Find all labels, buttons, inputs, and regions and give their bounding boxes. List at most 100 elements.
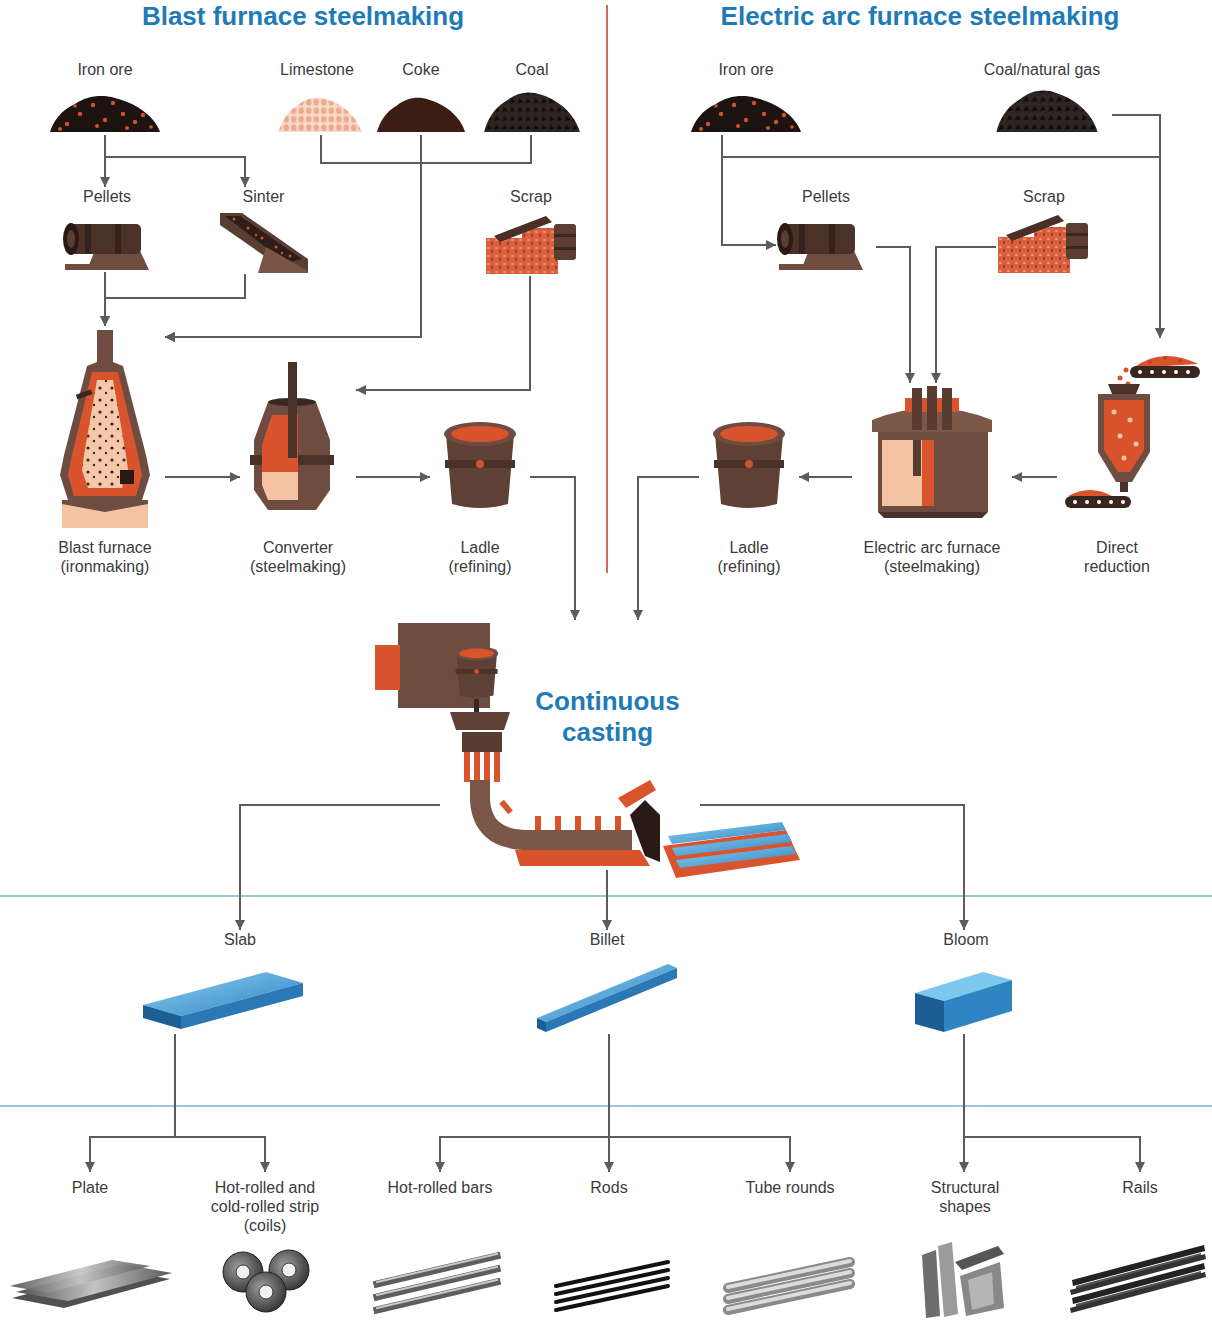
finished-products: [556, 1286, 668, 1310]
step-label: Hot-rolled and cold-rolled strip (coils): [199, 1178, 331, 1235]
step-label: Hot-rolled bars: [375, 1178, 505, 1197]
process-step: Scrap: [996, 187, 1092, 274]
raw-material-piles: [996, 91, 1097, 132]
direct-reduction-icon: [1130, 366, 1200, 378]
process-step: Coke: [376, 60, 466, 135]
blast-furnace-icon: [60, 330, 150, 528]
process-step: Rods: [559, 1172, 659, 1312]
continuous-caster-icon: [484, 752, 490, 782]
continuous-caster-icon: [455, 646, 498, 698]
process-step: Blast furnace (ironmaking): [45, 326, 165, 580]
step-label: Iron ore: [690, 60, 802, 79]
continuous-caster-icon: [676, 846, 796, 868]
direct-reduction-icon: [1104, 400, 1144, 472]
flow-arrow: [356, 276, 530, 390]
step-label: Converter (steelmaking): [242, 538, 354, 576]
flow-arrow: [700, 805, 964, 930]
direct-reduction-icon: [1065, 356, 1200, 508]
process-step: Pellets: [62, 187, 152, 272]
step-label: Ladle (refining): [704, 538, 794, 576]
step-label: Pellets: [62, 187, 152, 206]
continuous-caster-icon: [615, 816, 621, 830]
electric-arc-furnace-icon: [913, 440, 921, 476]
electric-arc-furnace-icon: [872, 386, 992, 518]
direct-reduction-icon: [1112, 410, 1117, 415]
electric-arc-furnace-icon: [927, 386, 937, 430]
process-step: Slab: [140, 930, 340, 1034]
semi-finished-shapes: [143, 964, 1012, 1032]
process-step: Hot-rolled and cold-rolled strip (coils): [195, 1172, 335, 1312]
step-label: Rails: [1090, 1178, 1190, 1197]
continuous-caster-icon: [499, 800, 513, 815]
direct-reduction-icon: [1118, 368, 1131, 387]
direct-reduction-icon: [1128, 418, 1133, 423]
section-divider: [606, 5, 608, 573]
finished-products: [377, 1282, 497, 1310]
agglomeration-equipment: [486, 216, 576, 274]
blast-furnace-icon: [68, 372, 142, 496]
continuous-caster-icon: [630, 800, 660, 862]
finished-products: [236, 1265, 250, 1279]
blast-furnace-icon: [62, 504, 148, 528]
finished-products: [556, 1262, 668, 1310]
converter-icon: [250, 362, 334, 510]
flow-arrow: [175, 1034, 265, 1172]
direct-reduction-icon: [1085, 500, 1089, 504]
semi-finished-shapes: [546, 968, 677, 1032]
finished-products: [728, 1261, 850, 1310]
continuous-caster-icon: [375, 623, 800, 878]
agglomeration-equipment: [998, 215, 1088, 273]
semi-finished-shapes: [181, 983, 303, 1029]
direct-reduction-icon: [1118, 434, 1123, 439]
direct-reduction-icon: [1186, 370, 1190, 374]
process-step: Bloom: [904, 930, 1028, 1034]
step-label: Blast furnace (ironmaking): [48, 538, 163, 576]
process-step: Hot-rolled bars: [375, 1172, 505, 1312]
step-label: Tube rounds: [730, 1178, 850, 1197]
process-step: Sinter: [215, 187, 312, 274]
direct-reduction-icon: [1138, 370, 1190, 374]
flow-arrow: [1112, 115, 1160, 338]
flow-arrow: [240, 805, 440, 930]
direct-reduction-icon: [1109, 500, 1113, 504]
direct-reduction-icon: [1122, 456, 1127, 461]
process-step: Ladle (refining): [430, 418, 530, 580]
direct-reduction-icon: [1174, 370, 1178, 374]
connector-group: [90, 115, 1160, 1172]
converter-icon: [262, 472, 298, 500]
finished-products: [1070, 1263, 1206, 1313]
electric-arc-furnace-icon: [922, 440, 934, 506]
step-label: Coal: [483, 60, 581, 79]
process-step: Continuous casting: [440, 620, 700, 870]
step-label: Structural shapes: [918, 1178, 1013, 1216]
direct-reduction-icon: [1148, 356, 1182, 364]
step-label: Limestone: [272, 60, 362, 79]
step-label: Slab: [180, 930, 300, 949]
step-label: Bloom: [906, 930, 1026, 949]
flow-arrow: [722, 135, 776, 245]
ladle-icons: [713, 422, 785, 508]
continuous-caster-icon: [535, 816, 541, 830]
heading-holder: Blast furnace steelmaking: [53, 1, 553, 31]
continuous-caster-icon: [474, 699, 479, 713]
semi-finished-shapes: [915, 993, 944, 1032]
direct-reduction-icon: [1118, 376, 1123, 381]
flow-arrow: [964, 1034, 1140, 1172]
step-label: Scrap: [484, 187, 578, 206]
agglomeration-equipment: [63, 213, 1088, 274]
continuous-caster-icon: [464, 752, 470, 782]
finished-products: [728, 1284, 850, 1310]
process-step: Structural shapes: [905, 1172, 1025, 1318]
process-step: Coal/natural gas: [972, 60, 1112, 135]
process-step: Pellets: [776, 187, 876, 272]
direct-reduction-icon: [1065, 496, 1131, 508]
flow-arrow: [530, 477, 575, 620]
blast-furnace-icon: [60, 330, 150, 528]
continuous-caster-icon: [450, 712, 510, 730]
flow-arrow: [440, 1034, 609, 1172]
flow-arrow: [609, 1034, 790, 1172]
continuous-caster-icon: [515, 850, 650, 866]
